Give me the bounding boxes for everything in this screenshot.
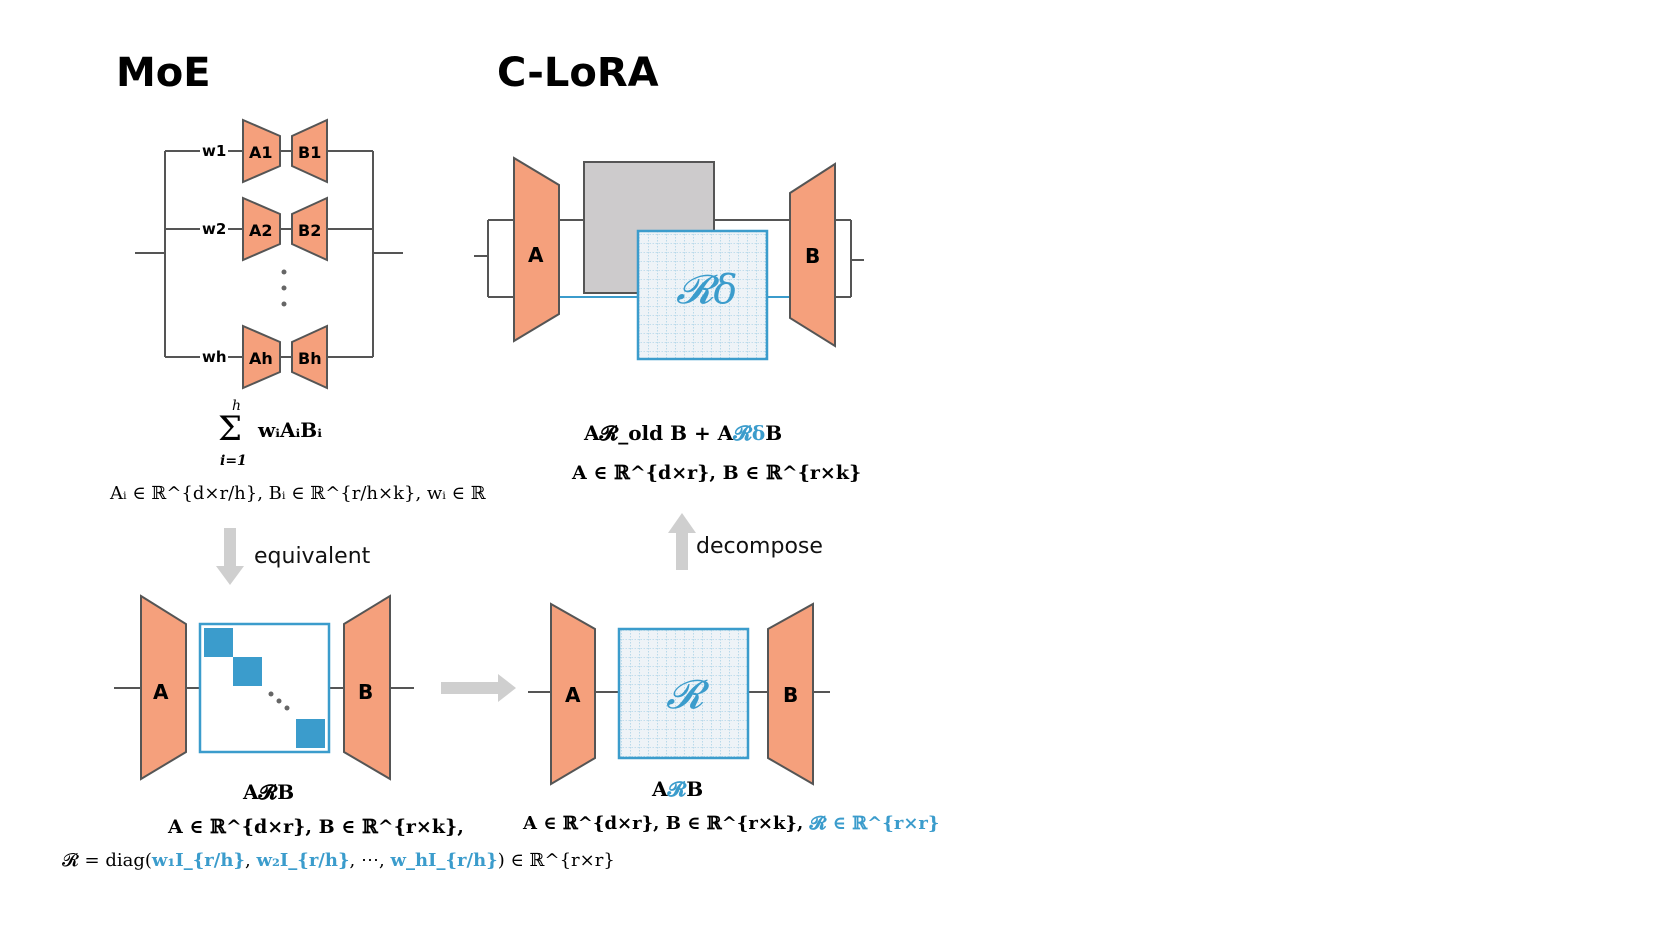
expert-bh-shape (291, 324, 328, 390)
diagonal-block-2 (233, 657, 262, 686)
moe-sum-sign: Σ (218, 409, 242, 449)
delta-r-label: 𝓡δ (676, 267, 737, 313)
clora-formula-part1: A𝓡_old B + A (583, 421, 734, 445)
decompose-arrow (668, 513, 696, 570)
full-a-label: A (565, 683, 581, 707)
clora-b-shape (789, 162, 836, 348)
diag-term-h: w_hI_{r/h} (389, 850, 497, 871)
full-a-shape (550, 602, 596, 786)
full-formula-main: A𝓡B (651, 777, 703, 801)
clora-formula-part3: B (765, 421, 782, 445)
equiv-formula-domain: A ∈ ℝ^{d×r}, B ∈ ℝ^{r×k}, (167, 816, 464, 838)
moe-diagram (135, 150, 403, 358)
moe-formula-domain: Aᵢ ∈ ℝ^{d×r/h}, Bᵢ ∈ ℝ^{r/h×k}, wᵢ ∈ ℝ (109, 483, 487, 504)
weight-label-1: w1 (202, 142, 226, 160)
full-matrix-label: 𝓡 (666, 672, 710, 718)
weight-label-2: w2 (202, 220, 226, 238)
equiv-a-shape (140, 594, 187, 781)
expert-bh-label: Bh (298, 349, 322, 368)
full-matrix (617, 627, 750, 760)
expert-a2-label: A2 (249, 221, 273, 240)
equiv-b-shape (343, 594, 391, 781)
expert-ah-shape (242, 324, 281, 390)
moe-sum-bottom: i=1 (220, 453, 247, 469)
diag-suffix: ) ∈ ℝ^{r×r} (498, 850, 615, 871)
clora-formula-delta: 𝓡δ (732, 421, 765, 445)
expert-a1-label: A1 (249, 143, 273, 162)
clora-a-label: A (528, 243, 544, 267)
expert-b2-label: B2 (298, 221, 321, 240)
full-formula-a: A (651, 777, 668, 801)
equiv-b-label: B (358, 680, 373, 704)
delta-r-matrix (636, 229, 769, 361)
equiv-a-label: A (153, 680, 169, 704)
full-domain-ab: A ∈ ℝ^{d×r}, B ∈ ℝ^{r×k}, (522, 813, 810, 834)
expert-a2-shape (242, 196, 281, 262)
clora-title: C-LoRA (497, 50, 659, 96)
moe-sum-top: h (232, 398, 241, 414)
ellipsis-dots-diagonal (268, 691, 290, 711)
diag-term-ellipsis: ⋯ (361, 850, 379, 871)
diag-term-1: w₁I_{r/h} (151, 850, 245, 871)
equivalent-arrow (216, 528, 244, 585)
expert-ah-label: Ah (249, 349, 273, 368)
equiv-formula-main: A𝓡B (242, 780, 294, 804)
clora-a-shape (513, 156, 560, 343)
decompose-label: decompose (696, 534, 823, 559)
full-formula-r: 𝓡 (667, 777, 688, 801)
expert-b2-shape (291, 196, 328, 262)
clora-formula-main: A𝓡_old B + A𝓡δB (583, 421, 782, 445)
clora-formula-domain: A ∈ ℝ^{d×r}, B ∈ ℝ^{r×k} (571, 462, 861, 484)
clora-b-label: B (805, 244, 820, 268)
full-b-label: B (783, 683, 798, 707)
full-formula-domain: A ∈ ℝ^{d×r}, B ∈ ℝ^{r×k}, 𝓡 ∈ ℝ^{r×r} (522, 813, 939, 834)
transform-arrow (441, 674, 516, 702)
diagonal-block-h (296, 719, 325, 748)
expert-a1-shape (242, 118, 281, 184)
full-b-shape (767, 602, 814, 786)
diag-term-2: w₂I_{r/h} (255, 850, 349, 871)
moe-title: MoE (116, 50, 211, 96)
diag-prefix: 𝓡 = diag( (62, 850, 152, 871)
expert-b1-shape (291, 118, 328, 184)
moe-formula-body: wᵢAᵢBᵢ (257, 418, 322, 442)
full-formula-b: B (686, 777, 703, 801)
ellipsis-dots-vertical (281, 269, 287, 307)
weight-label-h: wh (202, 348, 227, 366)
expert-b1-label: B1 (298, 143, 321, 162)
equiv-formula-diag: 𝓡 = diag(w₁I_{r/h}, w₂I_{r/h}, ⋯, w_hI_{… (62, 850, 615, 871)
diagonal-block-1 (204, 628, 233, 657)
equivalent-label: equivalent (254, 544, 371, 569)
full-domain-r: 𝓡 ∈ ℝ^{r×r} (809, 813, 940, 834)
